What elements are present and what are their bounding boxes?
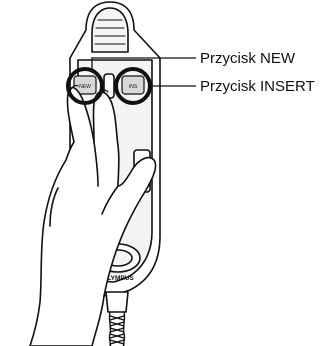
new-key-text: NEW [79, 84, 91, 90]
cable [109, 312, 124, 346]
cable-strain-relief [106, 292, 128, 312]
callout-new-label: Przycisk NEW [200, 50, 296, 67]
insert-key-text: INS [129, 84, 138, 90]
microphone-head [92, 8, 128, 52]
callout-insert-label: Przycisk INSERT [200, 78, 315, 95]
